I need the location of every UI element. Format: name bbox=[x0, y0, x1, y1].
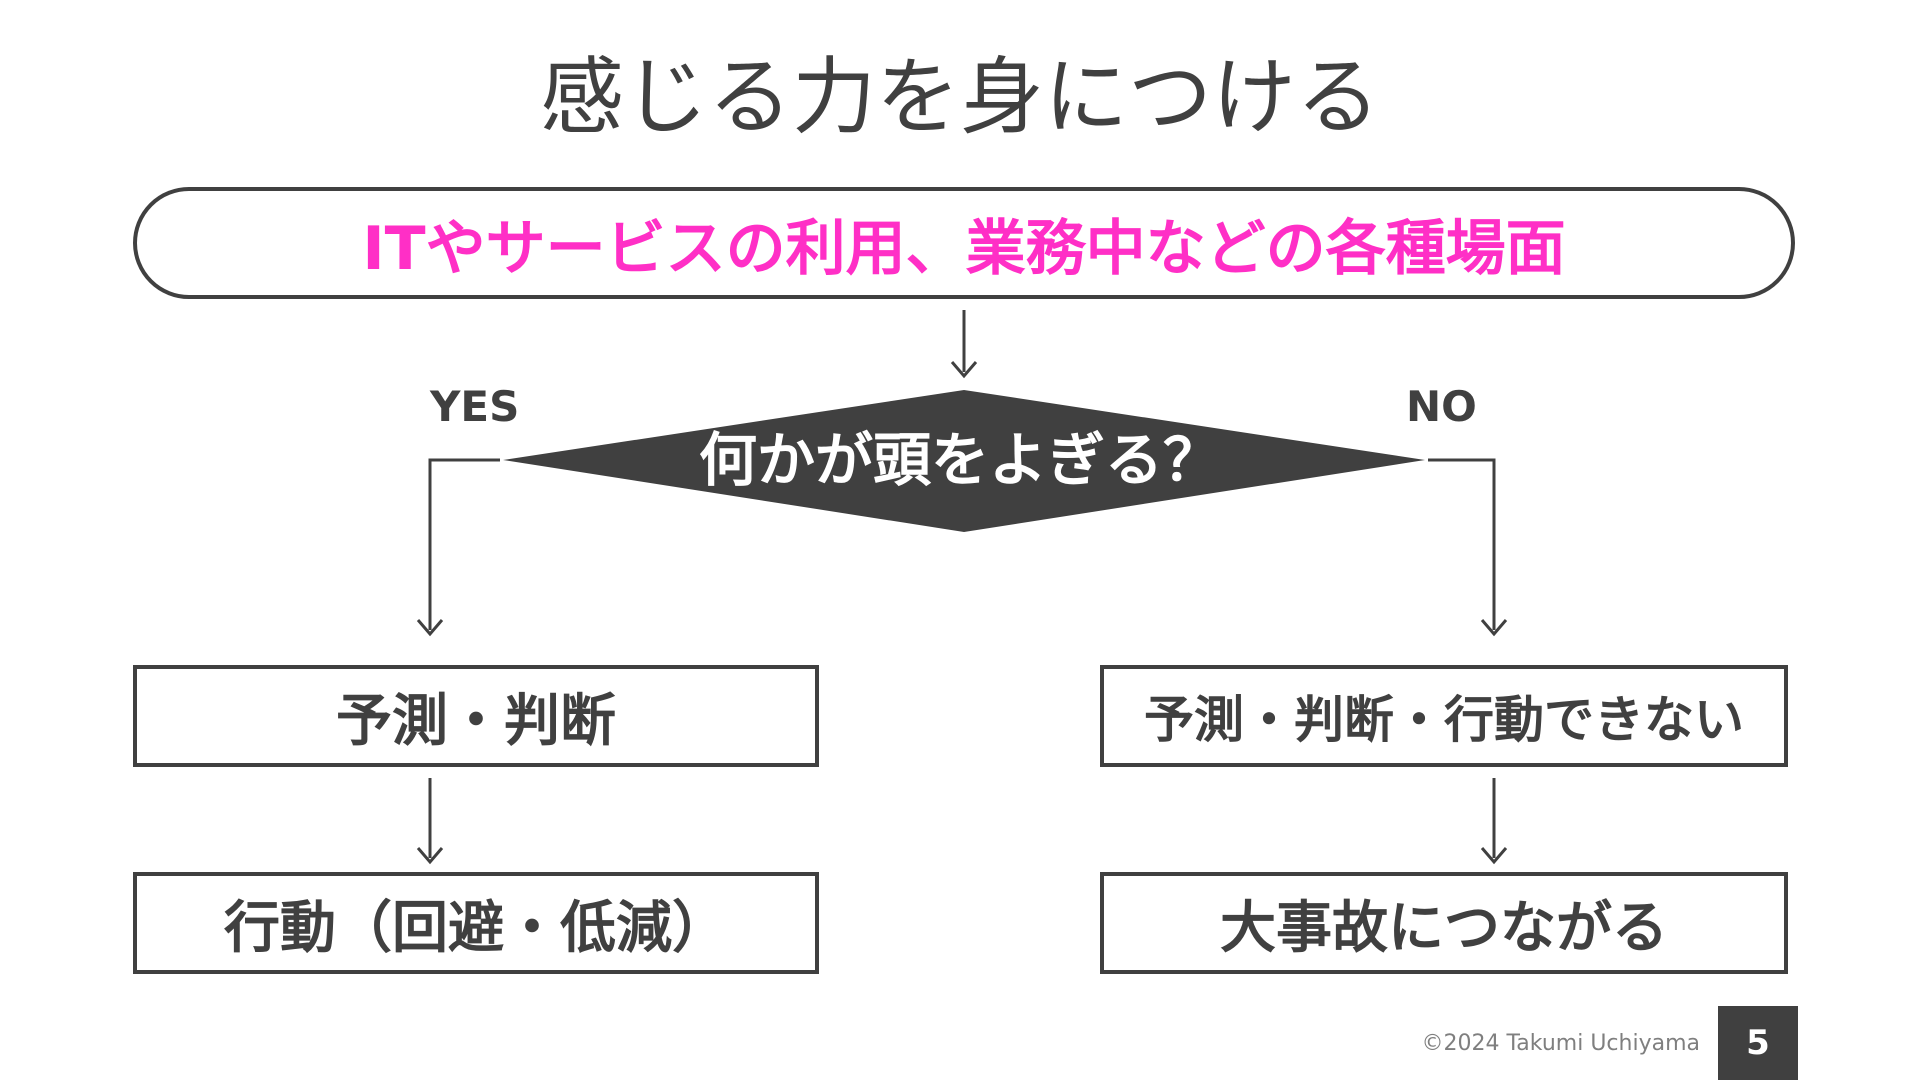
decision-label: 何かが頭をよぎる？ bbox=[698, 426, 1221, 494]
yes-step1-box: 予測・判断 bbox=[133, 665, 819, 767]
arrow-yes-branch bbox=[428, 458, 500, 630]
start-terminal: ITやサービスの利用、業務中などの各種場面 bbox=[133, 187, 1795, 299]
page-number: 5 bbox=[1718, 1006, 1798, 1080]
yes-step2-label: 行動（回避・低減） bbox=[224, 895, 728, 961]
yes-label: YES bbox=[430, 382, 520, 431]
slide-title: 感じる力を身につける bbox=[539, 48, 1380, 146]
no-step1-box: 予測・判断・行動できない bbox=[1100, 665, 1788, 767]
start-terminal-label: ITやサービスの利用、業務中などの各種場面 bbox=[362, 213, 1566, 284]
decision-diamond bbox=[503, 390, 1425, 532]
no-step2-box: 大事故につながる bbox=[1100, 872, 1788, 974]
no-label: NO bbox=[1406, 382, 1477, 431]
no-step2-label: 大事故につながる bbox=[1220, 895, 1668, 961]
yes-step1-label: 予測・判断 bbox=[336, 688, 616, 754]
arrow-no-branch bbox=[1428, 458, 1496, 630]
yes-step2-box: 行動（回避・低減） bbox=[133, 872, 819, 974]
no-step1-label: 予測・判断・行動できない bbox=[1144, 691, 1744, 749]
copyright-text: ©2024 Takumi Uchiyama bbox=[1421, 1031, 1700, 1056]
